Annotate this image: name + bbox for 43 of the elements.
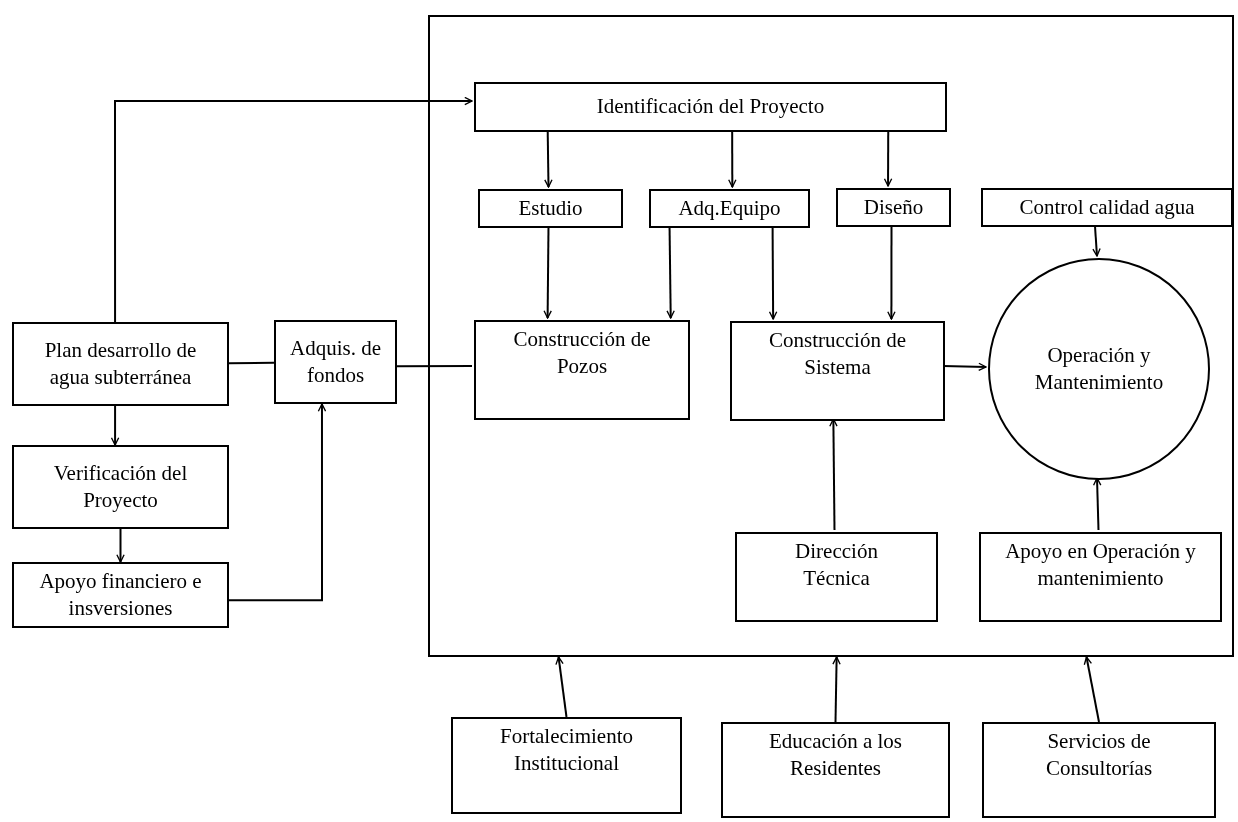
process-box [12, 562, 229, 628]
process-box [478, 189, 623, 228]
arrow [832, 656, 841, 723]
arrow [555, 656, 568, 718]
process-box [649, 189, 810, 228]
node-label: Diseño [862, 193, 925, 221]
process-box [12, 322, 229, 406]
process-box [474, 82, 947, 132]
node-label: Adq.Equipo [677, 194, 782, 222]
process-box [735, 532, 938, 622]
node-label: Construcción de Pozos [512, 326, 652, 381]
process-box [836, 188, 951, 227]
arrow [1083, 656, 1100, 723]
arrow [114, 96, 473, 323]
node-label: Dirección Técnica [794, 538, 879, 593]
process-box [451, 717, 682, 814]
connector-line [396, 365, 473, 368]
node-label: Servicios de Consultorías [1044, 728, 1154, 783]
node-label: Verificación del Proyecto [52, 459, 189, 514]
node-label: Adquis. de fondos [289, 334, 382, 389]
process-box [12, 445, 229, 529]
node-label: Construcción de Sistema [767, 327, 908, 382]
node-label: Identificación del Proyecto [595, 93, 826, 121]
node-label: Educación a los Residentes [768, 728, 903, 783]
connector-line [228, 361, 275, 365]
process-box [730, 321, 945, 421]
process-box [721, 722, 950, 818]
process-box [981, 188, 1233, 227]
node-label: Control calidad agua [1018, 193, 1196, 221]
node-label: Operación y Mantenimiento [1033, 341, 1165, 396]
node-label: Fortalecimiento Institucional [499, 723, 634, 778]
process-box [274, 320, 397, 404]
arrow [110, 405, 120, 446]
process-box [474, 320, 690, 420]
node-label: Plan desarrollo de agua subterránea [43, 336, 198, 391]
node-label: Apoyo en Operación y mantenimiento [1004, 538, 1197, 593]
node-label: Estudio [517, 194, 584, 222]
process-box [979, 532, 1222, 622]
node-label: Apoyo financiero e insversiones [38, 567, 203, 622]
arrow [116, 528, 125, 563]
frame-box [428, 15, 1234, 657]
arrow [228, 403, 327, 602]
process-box [982, 722, 1216, 818]
